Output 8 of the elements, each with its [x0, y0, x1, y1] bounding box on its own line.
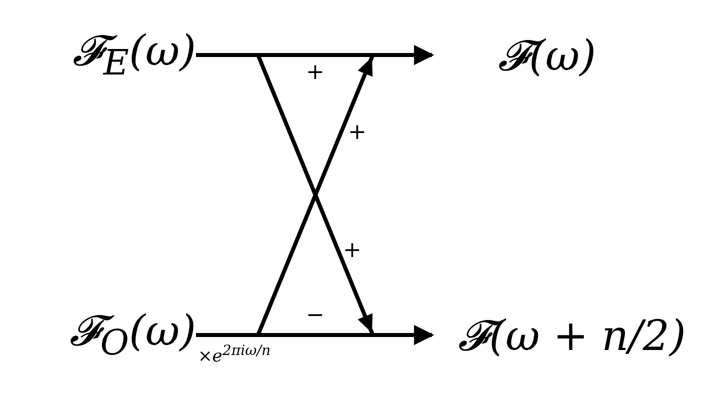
sign-label: −	[306, 305, 324, 327]
formula-label: 𝓕$_{E}$(ω)	[20, 25, 196, 85]
sign-label: +	[348, 122, 366, 144]
formula-label: 𝓕(ω + n/2)	[432, 305, 712, 365]
sign-label: +	[306, 62, 324, 84]
formula-label: 𝓕$_{O}$(ω)	[20, 305, 196, 365]
formula-label: 𝓕(ω)	[432, 25, 662, 85]
sign-label: +	[343, 240, 362, 262]
